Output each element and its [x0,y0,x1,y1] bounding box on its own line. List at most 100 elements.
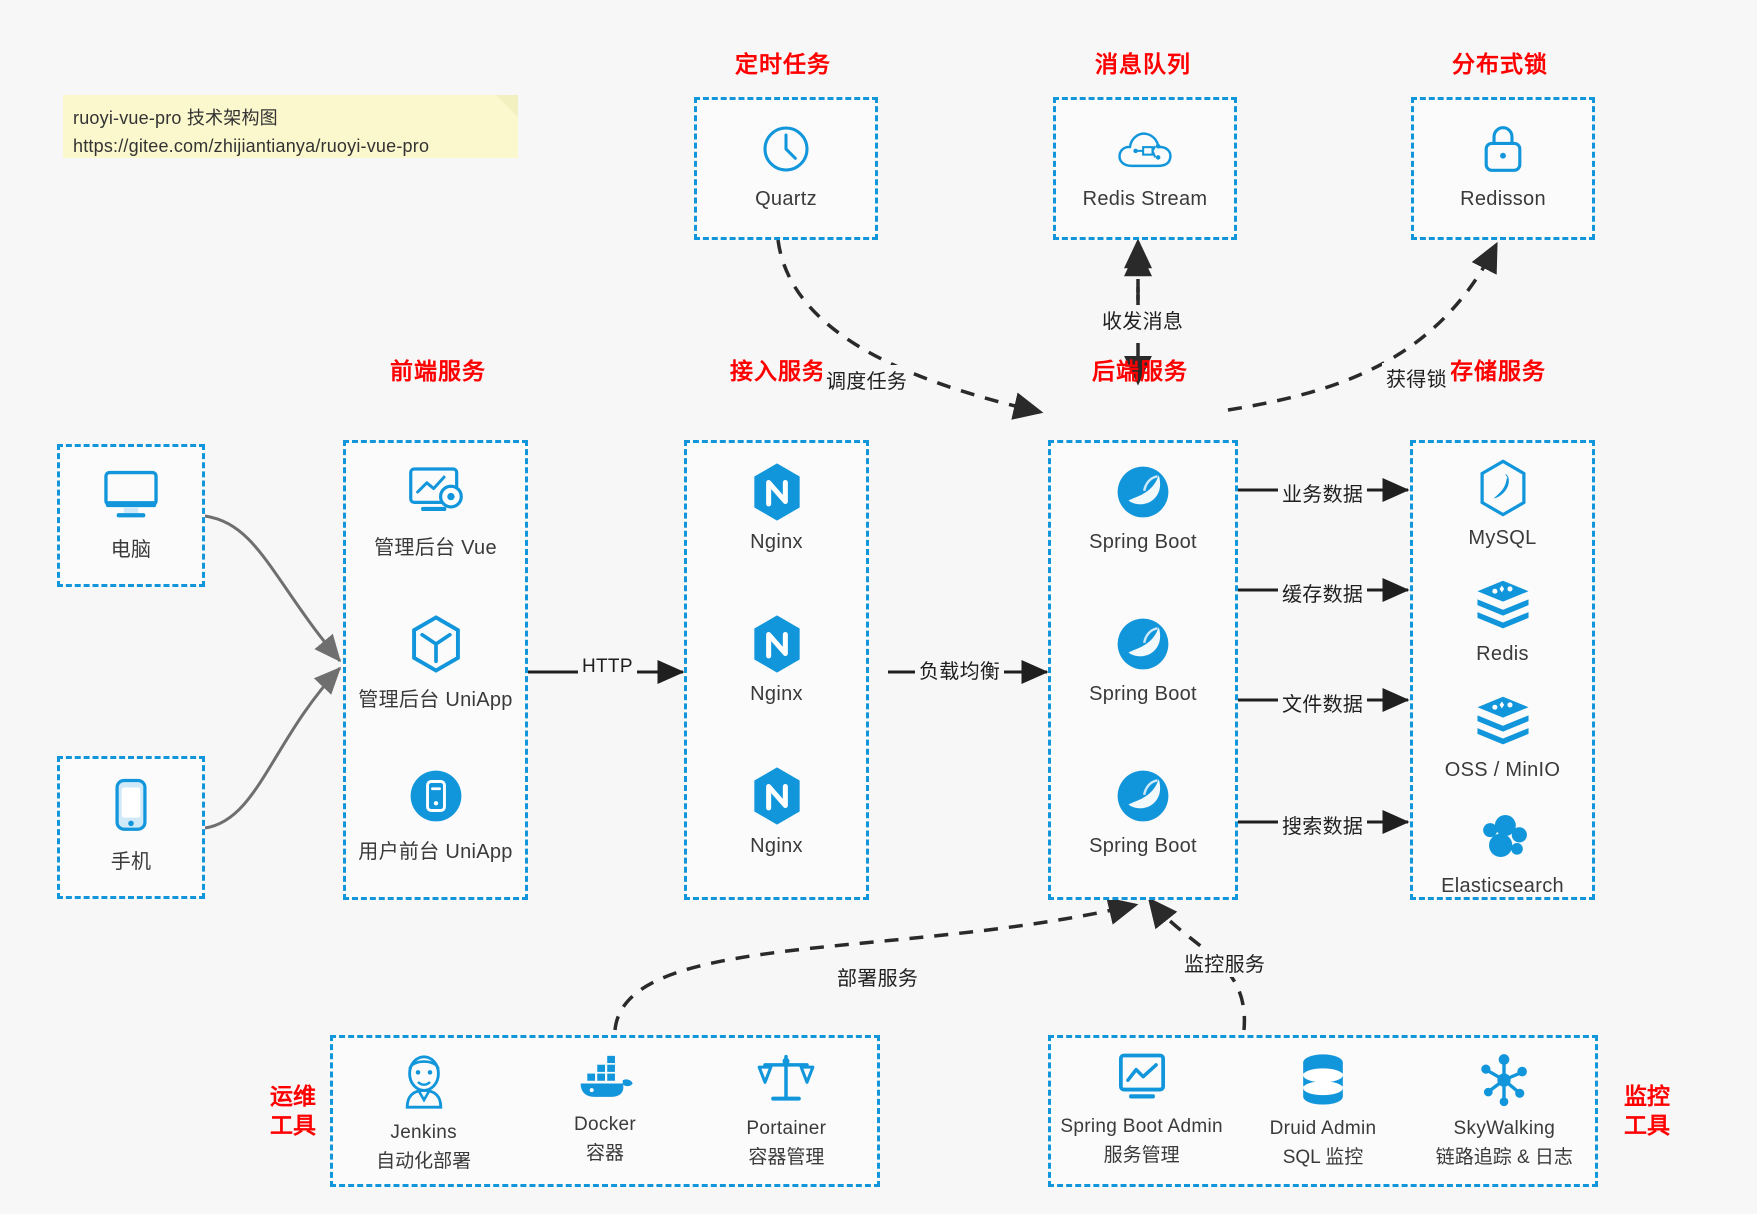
node-label: Docker [574,1114,636,1135]
edge-label-deploy-service: 部署服务 [833,962,923,991]
client-box-desktop: 电脑 [57,444,205,587]
group-title-gateway: 接入服务 [730,358,826,384]
edge-label-file-data: 文件数据 [1278,688,1368,717]
node-skywalking[interactable]: SkyWalking 链路追踪 & 日志 [1415,1052,1595,1169]
desktop-monitor-icon [100,463,162,525]
node-quartz[interactable]: Quartz [697,118,875,211]
group-box-devops: Jenkins 自动化部署 [330,1035,880,1187]
node-label: Druid Admin [1269,1118,1377,1139]
spring-boot-icon [1114,613,1172,675]
group-box-monitoring: Spring Boot Admin 服务管理 Druid Admin SQL 监… [1048,1035,1598,1187]
mysql-dolphin-icon [1475,457,1531,519]
note-title: ruoyi-vue-pro 技术架构图 [73,108,278,128]
node-label: Jenkins [390,1122,457,1143]
group-title-lock: 分布式锁 [1452,51,1548,77]
node-spring-boot-1[interactable]: Spring Boot [1051,461,1235,554]
group-title-mq: 消息队列 [1095,51,1191,77]
node-label: MySQL [1468,527,1537,549]
node-admin-uniapp[interactable]: 管理后台 UniApp [346,613,525,712]
node-label: Nginx [750,835,803,857]
group-box-frontend: 管理后台 Vue 管理后台 UniApp 用户前台 UniApp [343,440,528,900]
spring-boot-icon [1114,765,1172,827]
group-title-devops-line2: 工具 [270,1111,316,1138]
edge-label-cache-data: 缓存数据 [1278,578,1368,607]
group-title-devops-line1: 运维 [270,1083,316,1109]
node-portainer[interactable]: Portainer 容器管理 [697,1052,877,1173]
elasticsearch-icon [1475,805,1531,867]
node-nginx-3[interactable]: Nginx [687,765,866,858]
node-label: Redis Stream [1082,188,1208,210]
lock-icon [1478,118,1528,180]
node-label: Spring Boot [1089,683,1197,705]
mobile-phone-icon [110,775,152,837]
node-label: OSS / MinIO [1444,759,1561,781]
nginx-icon [749,765,805,827]
node-redis[interactable]: Redis [1413,573,1592,666]
node-sublabel: 自动化部署 [376,1151,472,1172]
node-label: Nginx [750,683,803,705]
group-box-lock: Redisson [1411,97,1595,240]
node-redis-stream[interactable]: Redis Stream [1056,118,1234,211]
object-storage-icon [1474,689,1532,751]
node-sublabel: 服务管理 [1103,1145,1180,1166]
node-label: 用户前台 UniApp [358,841,513,863]
node-nginx-1[interactable]: Nginx [687,461,866,554]
group-title-frontend: 前端服务 [390,358,486,384]
node-label: 管理后台 Vue [374,537,497,559]
group-box-scheduler: Quartz [694,97,878,240]
node-jenkins[interactable]: Jenkins 自动化部署 [334,1052,514,1173]
node-mysql[interactable]: MySQL [1413,457,1592,550]
group-box-mq: Redis Stream [1053,97,1237,240]
node-docker[interactable]: Docker 容器 [515,1052,695,1173]
node-label: Spring Boot [1089,531,1197,553]
node-redisson[interactable]: Redisson [1414,118,1592,211]
cube-icon [407,613,465,675]
docker-whale-icon [574,1052,636,1109]
node-nginx-2[interactable]: Nginx [687,613,866,706]
group-title-monitoring: 监控 工具 [1612,1082,1682,1140]
node-label: Nginx [750,531,803,553]
group-title-backend: 后端服务 [1092,358,1188,384]
clock-icon [758,118,814,180]
scales-icon [756,1052,816,1113]
node-spring-boot-admin[interactable]: Spring Boot Admin 服务管理 [1052,1052,1232,1169]
monitor-chart-icon [1113,1052,1171,1111]
skywalking-node-icon [1475,1052,1533,1113]
jenkins-butler-icon [395,1052,453,1117]
edge-label-business-data: 业务数据 [1278,478,1368,507]
edge-label-schedule-task: 调度任务 [822,365,912,394]
dashboard-gear-icon [405,461,467,523]
node-sublabel: SQL 监控 [1282,1147,1364,1168]
node-oss-minio[interactable]: OSS / MinIO [1413,689,1592,782]
node-sublabel: 容器 [585,1143,624,1164]
edge-label-send-receive-message: 收发消息 [1098,305,1188,334]
edge-label-load-balance: 负载均衡 [915,655,1005,684]
spring-boot-icon [1114,461,1172,523]
node-label: Portainer [746,1118,827,1139]
nginx-icon [749,613,805,675]
node-label: Elasticsearch [1441,875,1564,897]
note-folded-corner [496,95,518,117]
node-mobile[interactable]: 手机 [60,775,202,874]
node-druid-admin[interactable]: Druid Admin SQL 监控 [1233,1052,1413,1169]
group-box-backend: Spring Boot Spring Boot Spring Boot [1048,440,1238,900]
node-elasticsearch[interactable]: Elasticsearch [1413,805,1592,898]
node-spring-boot-3[interactable]: Spring Boot [1051,765,1235,858]
node-desktop[interactable]: 电脑 [60,463,202,562]
group-title-scheduler: 定时任务 [735,51,831,77]
diagram-note: ruoyi-vue-pro 技术架构图 https://gitee.com/zh… [63,95,518,158]
node-label: Quartz [755,188,817,210]
edge-label-search-data: 搜索数据 [1278,810,1368,839]
nginx-icon [749,461,805,523]
node-sublabel: 链路追踪 & 日志 [1435,1147,1573,1168]
node-admin-vue[interactable]: 管理后台 Vue [346,461,525,560]
edge-label-acquire-lock: 获得锁 [1382,363,1451,392]
node-spring-boot-2[interactable]: Spring Boot [1051,613,1235,706]
group-title-monitoring-line2: 工具 [1624,1111,1670,1138]
node-label: 手机 [110,851,152,873]
node-user-uniapp[interactable]: 用户前台 UniApp [346,765,525,864]
node-label: 电脑 [110,539,152,561]
node-label: SkyWalking [1453,1118,1556,1139]
node-label: 管理后台 UniApp [358,689,513,711]
